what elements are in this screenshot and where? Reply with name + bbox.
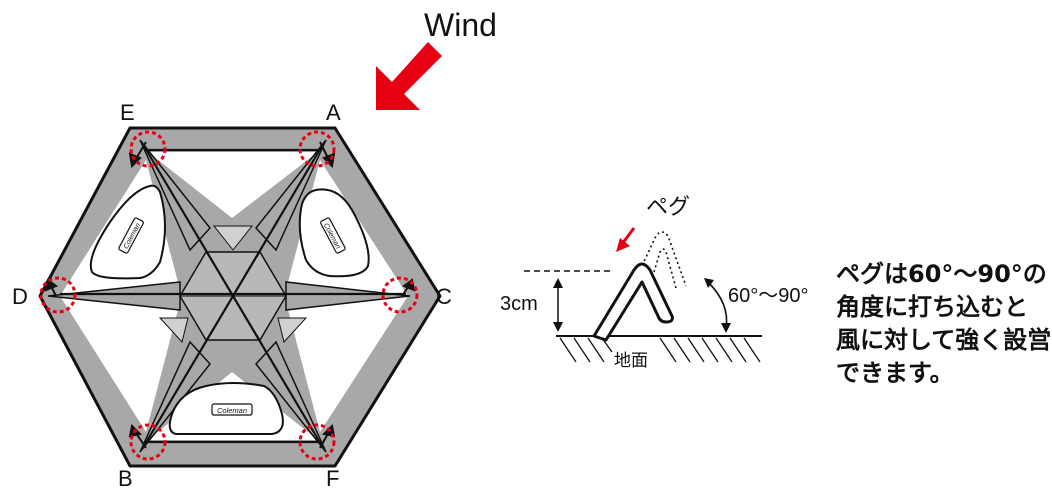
peg-angle-diagram: ペグ 3cm 60°〜90° 地面 — [500, 194, 809, 370]
vertex-label-e: E — [120, 100, 135, 125]
peg-label: ペグ — [646, 194, 690, 219]
vertex-label-d: D — [12, 284, 28, 309]
frame-line-a-b — [143, 145, 323, 447]
ground-hatching — [559, 337, 761, 363]
note-line: 角度に打ち込むと — [836, 293, 1028, 321]
tent-bay-lower-left — [60, 296, 180, 432]
peg-shape — [592, 262, 674, 342]
peg-circle-a — [298, 130, 336, 168]
tent-bay-top — [148, 152, 318, 218]
vent-top — [212, 225, 254, 251]
wind-arrow-icon — [376, 42, 442, 110]
note-line: できます。 — [836, 359, 954, 387]
vent-right — [277, 317, 308, 344]
peg-instruction-note: ペグは60°〜90°の 角度に打ち込むと 風に対して強く設営 できます。 — [836, 258, 1052, 390]
peg-circle-f — [298, 423, 336, 461]
insert-direction-arrow-icon — [616, 227, 636, 252]
coleman-logo-bottom: Coleman — [211, 403, 253, 416]
peg-circle-e — [129, 130, 167, 168]
vertex-label-a: A — [326, 100, 341, 125]
ground-label: 地面 — [614, 351, 648, 370]
note-line: ペグは60°〜90°の — [836, 260, 1047, 288]
vertex-label-c: C — [436, 284, 452, 309]
note-line: 風に対して強く設営 — [836, 326, 1052, 354]
peg-circle-d — [39, 276, 77, 314]
vent-left — [158, 317, 189, 344]
height-label: 3cm — [500, 293, 538, 315]
vertex-label-f: F — [326, 466, 339, 491]
angle-arc — [707, 281, 728, 329]
tent-body: Coleman Coleman Coleman — [38, 126, 442, 468]
wind-label: Wind — [424, 7, 497, 43]
tent-bay-lower-right — [286, 296, 408, 432]
peg-circle-c — [381, 276, 419, 314]
vertex-label-b: B — [118, 466, 133, 491]
angle-label: 60°〜90° — [728, 285, 809, 307]
peg-circle-b — [129, 423, 167, 461]
svg-text:Coleman: Coleman — [217, 406, 247, 415]
